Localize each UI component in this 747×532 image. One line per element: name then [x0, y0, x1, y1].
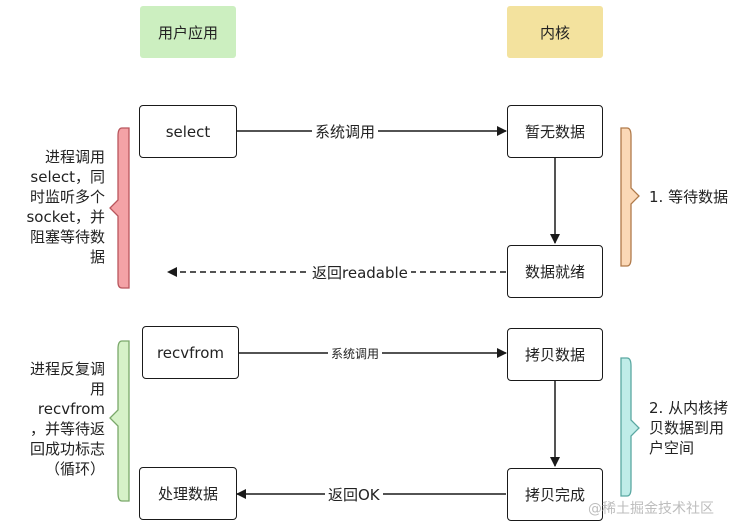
- syscall-label-1: 系统调用: [312, 124, 379, 141]
- note-wait-data: 1. 等待数据: [649, 188, 729, 206]
- kernel-header-label: 内核: [539, 23, 570, 42]
- brace-left-recvfrom: [109, 340, 130, 502]
- select-box-label: select: [165, 122, 211, 141]
- kernel-no-data-box: 暂无数据: [507, 105, 603, 158]
- note-copy-to-user: 2. 从内核拷 贝数据到用 户空间: [649, 399, 729, 457]
- recvfrom-box-label: recvfrom: [156, 343, 225, 362]
- kernel-data-ready-label: 数据就绪: [524, 263, 585, 281]
- brace-right-copy: [620, 357, 640, 497]
- kernel-copy-data-label: 拷贝数据: [524, 346, 585, 364]
- user-app-header-label: 用户应用: [157, 23, 218, 42]
- syscall-label-2: 系统调用: [328, 347, 383, 361]
- process-data-box: 处理数据: [139, 467, 237, 520]
- kernel-no-data-label: 暂无数据: [524, 123, 585, 141]
- brace-left-select: [109, 127, 130, 289]
- kernel-copy-data-box: 拷贝数据: [507, 328, 603, 381]
- recvfrom-box: recvfrom: [142, 326, 239, 379]
- note-recvfrom-process: 进程反复调 用 recvfrom ，并等待返 回成功标志 （循环）: [29, 360, 105, 478]
- user-app-header: 用户应用: [140, 6, 236, 58]
- watermark: @稀土掘金技术社区: [588, 501, 714, 517]
- kernel-copy-done-label: 拷贝完成: [524, 486, 585, 504]
- select-box: select: [139, 105, 237, 158]
- return-ok-label: 返回OK: [325, 487, 383, 504]
- brace-right-wait: [620, 127, 640, 267]
- kernel-header: 内核: [507, 6, 603, 58]
- kernel-data-ready-box: 数据就绪: [507, 245, 603, 298]
- process-data-label: 处理数据: [157, 485, 218, 503]
- kernel-copy-done-box: 拷贝完成: [507, 468, 603, 521]
- note-select-process: 进程调用 select，同 时监听多个 socket，并 阻塞等待数 据: [26, 148, 105, 266]
- return-readable-label: 返回readable: [309, 265, 411, 282]
